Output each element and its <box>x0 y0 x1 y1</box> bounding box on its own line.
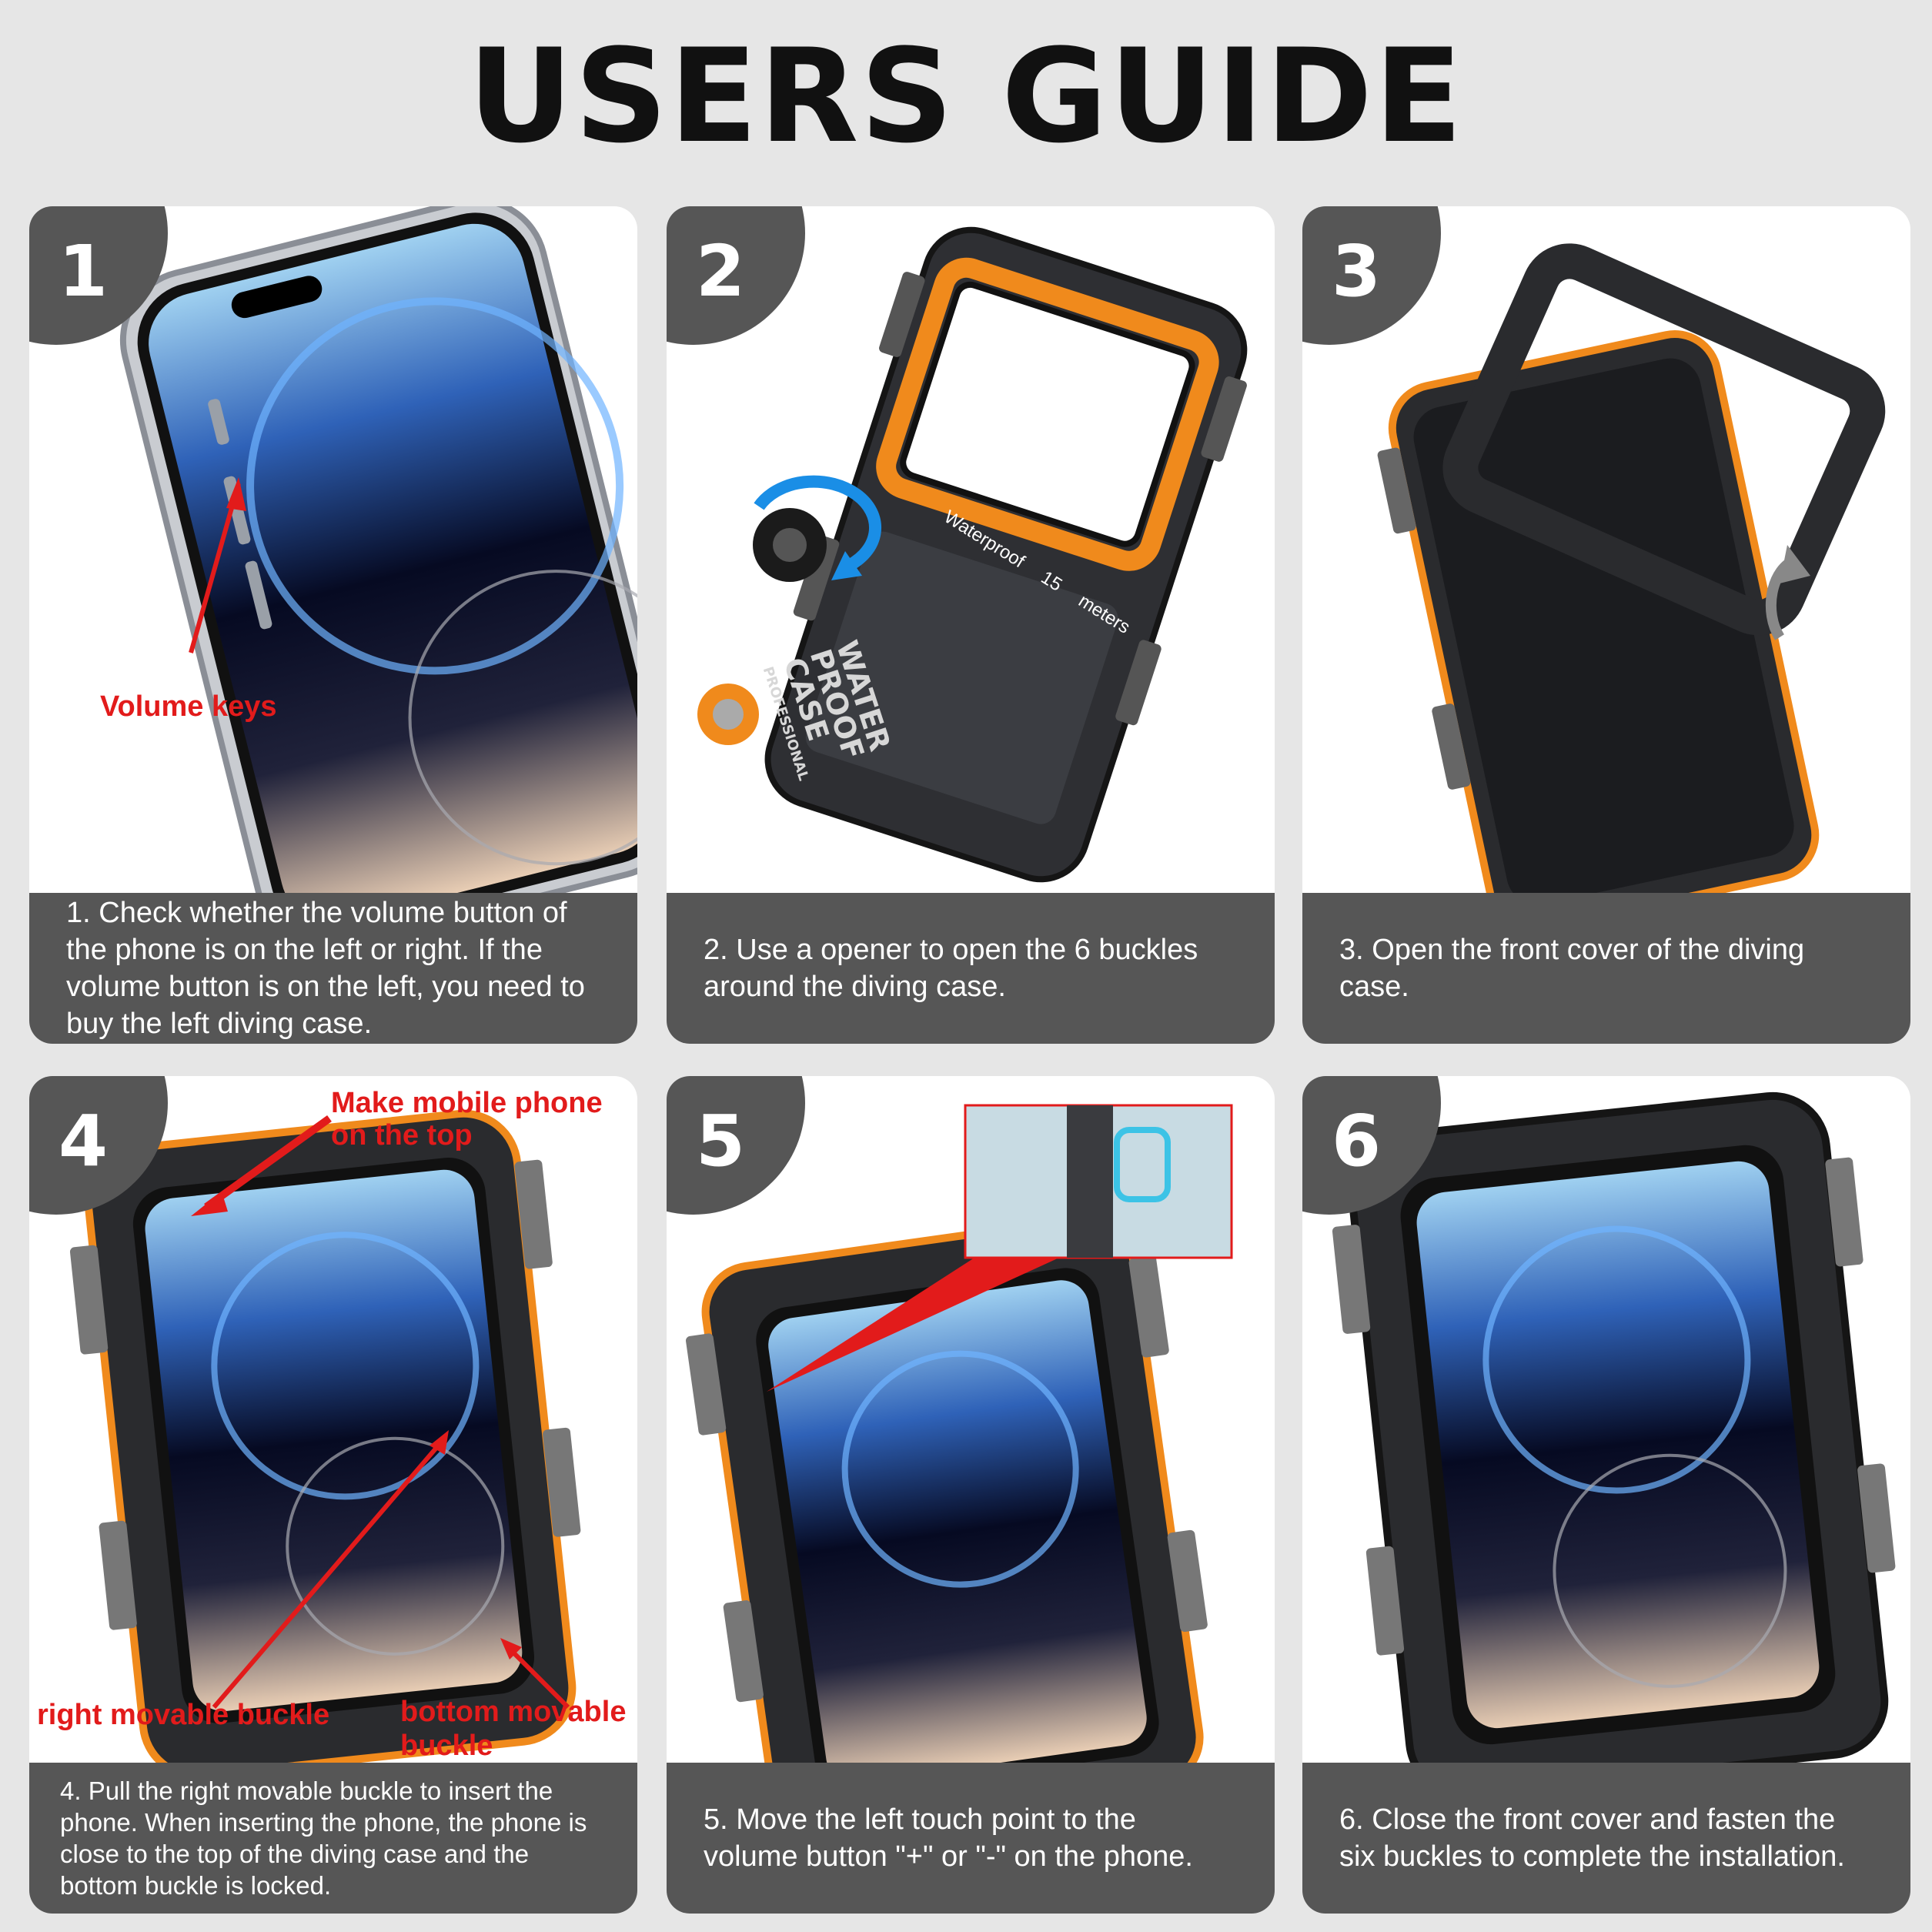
touch-point-illustration <box>686 1104 1233 1763</box>
step-caption-5: 5. Move the left touch point to the volu… <box>667 1763 1275 1914</box>
step-card-3: 3 3. Open the front cover of the diving … <box>1302 206 1910 1044</box>
bottom-movable-buckle-label: bottom movable buckle <box>400 1696 627 1762</box>
volume-keys-label: Volume keys <box>100 690 277 723</box>
closed-case-illustration <box>1332 1091 1896 1763</box>
step-caption-4: 4. Pull the right movable buckle to inse… <box>29 1763 637 1914</box>
step-number-2: 2 <box>696 230 746 313</box>
page-title: USERS GUIDE <box>467 21 1465 172</box>
step-caption-6: 6. Close the front cover and fasten the … <box>1302 1763 1910 1914</box>
step-number-5: 5 <box>696 1100 746 1182</box>
step-card-1: Volume keys 1 1. Check whether the volum… <box>29 206 637 1044</box>
phone-side-illustration <box>119 206 637 893</box>
step-card-2: Waterproof 15 meters WATER PROOF CASE PR… <box>667 206 1275 1044</box>
step-card-5: 5 5. Move the left touch point to the vo… <box>667 1076 1275 1914</box>
step-caption-2: 2. Use a opener to open the 6 buckles ar… <box>667 893 1275 1044</box>
step-number-3: 3 <box>1332 230 1382 313</box>
diving-case-opener-illustration <box>697 226 1248 883</box>
phone-on-top-label: Make mobile phone on the top <box>331 1087 603 1152</box>
open-front-cover-illustration <box>1377 243 1886 893</box>
insert-phone-illustration <box>69 1109 581 1763</box>
step-card-4: Make mobile phone on the top right movab… <box>29 1076 637 1914</box>
right-movable-buckle-label: right movable buckle <box>37 1699 330 1731</box>
step-card-6: 6 6. Close the front cover and fasten th… <box>1302 1076 1910 1914</box>
step-number-6: 6 <box>1332 1100 1382 1182</box>
step-number-1: 1 <box>58 230 109 313</box>
step-caption-3: 3. Open the front cover of the diving ca… <box>1302 893 1910 1044</box>
step-number-4: 4 <box>58 1100 109 1182</box>
step-caption-1: 1. Check whether the volume button of th… <box>29 893 637 1044</box>
